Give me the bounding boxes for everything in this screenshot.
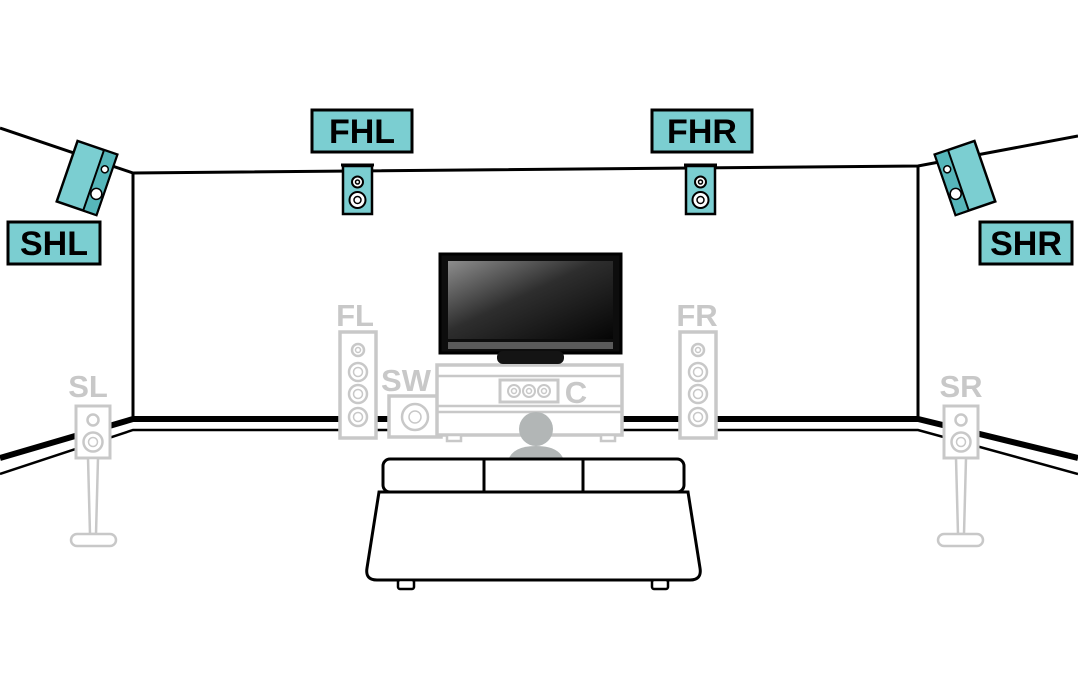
speaker-stand-base [936,532,985,548]
speaker-driver [691,191,710,209]
speaker-driver [694,346,702,354]
tv [438,252,623,364]
sofa-back [381,457,686,494]
label-front-height-right: FHR [667,113,737,151]
speaker-front-height-left [341,163,374,216]
label-surround-height-left: SHL [20,225,88,263]
speaker-driver [352,366,364,378]
speaker-front-height-right [684,163,717,216]
speaker-driver [692,366,704,378]
sofa-foot [396,578,416,591]
speaker-driver [348,191,367,209]
label-subwoofer: SW [381,363,432,398]
label-box [6,220,102,266]
speaker-front-left [338,330,378,440]
speaker-driver [408,410,422,424]
label-box-surround-height-right: SHR [978,220,1074,266]
label-front-left: FL [336,298,374,333]
speaker-surround-left [69,404,118,548]
speaker-driver [692,411,704,423]
speaker-driver [942,165,952,174]
label-center: C [565,375,587,410]
speaker-center [498,378,560,404]
ceiling-line [0,126,1078,175]
speaker-driver [353,195,362,205]
speaker-driver [955,436,967,448]
speaker-driver [352,411,364,423]
speaker-driver [90,187,103,201]
label-surround-right: SR [939,369,982,404]
speaker-driver [354,179,361,185]
speaker-driver [352,388,364,400]
sofa-body [365,490,702,582]
speaker-front-right [678,330,718,440]
cabinet-foot [599,433,617,443]
speaker-driver [351,175,364,189]
cabinet-foot [445,433,463,443]
speaker-driver [86,413,100,427]
label-front-right: FR [676,298,717,333]
label-surround-left: SL [68,369,108,404]
label-box-front-height-left: FHL [310,108,414,154]
speaker-driver [525,387,533,395]
label-box [310,108,414,154]
speaker-surround-height-right [933,139,997,217]
speaker-driver [87,436,99,448]
sofa-foot [650,578,670,591]
speaker-driver [510,387,518,395]
speaker-driver [354,346,362,354]
speaker-front-panel [81,148,119,217]
label-box [978,220,1074,266]
speaker-driver [100,165,110,174]
speaker-driver [949,187,962,201]
tv-speaker-bar [448,342,613,349]
tv-screen [448,261,613,339]
speaker-front-panel [933,148,971,217]
speaker-driver [694,175,707,189]
speaker-driver [696,195,705,205]
speaker-surround-right [936,404,985,548]
speaker-stand-pole [86,456,100,536]
speaker-driver [692,388,704,400]
sofa [365,457,702,591]
speaker-stand-base [69,532,118,548]
label-box-surround-height-left: SHL [6,220,102,266]
speaker-subwoofer [387,394,443,439]
label-box-front-height-right: FHR [650,108,754,154]
speaker-driver [954,413,968,427]
label-surround-height-right: SHR [990,225,1062,263]
tv-stand [497,351,564,364]
listener-head [519,412,553,446]
speaker-stand-pole [954,456,968,536]
speaker-driver [697,179,704,185]
speaker-surround-height-left [55,139,119,217]
speaker-driver [540,387,548,395]
label-box [650,108,754,154]
label-front-height-left: FHL [329,113,395,151]
